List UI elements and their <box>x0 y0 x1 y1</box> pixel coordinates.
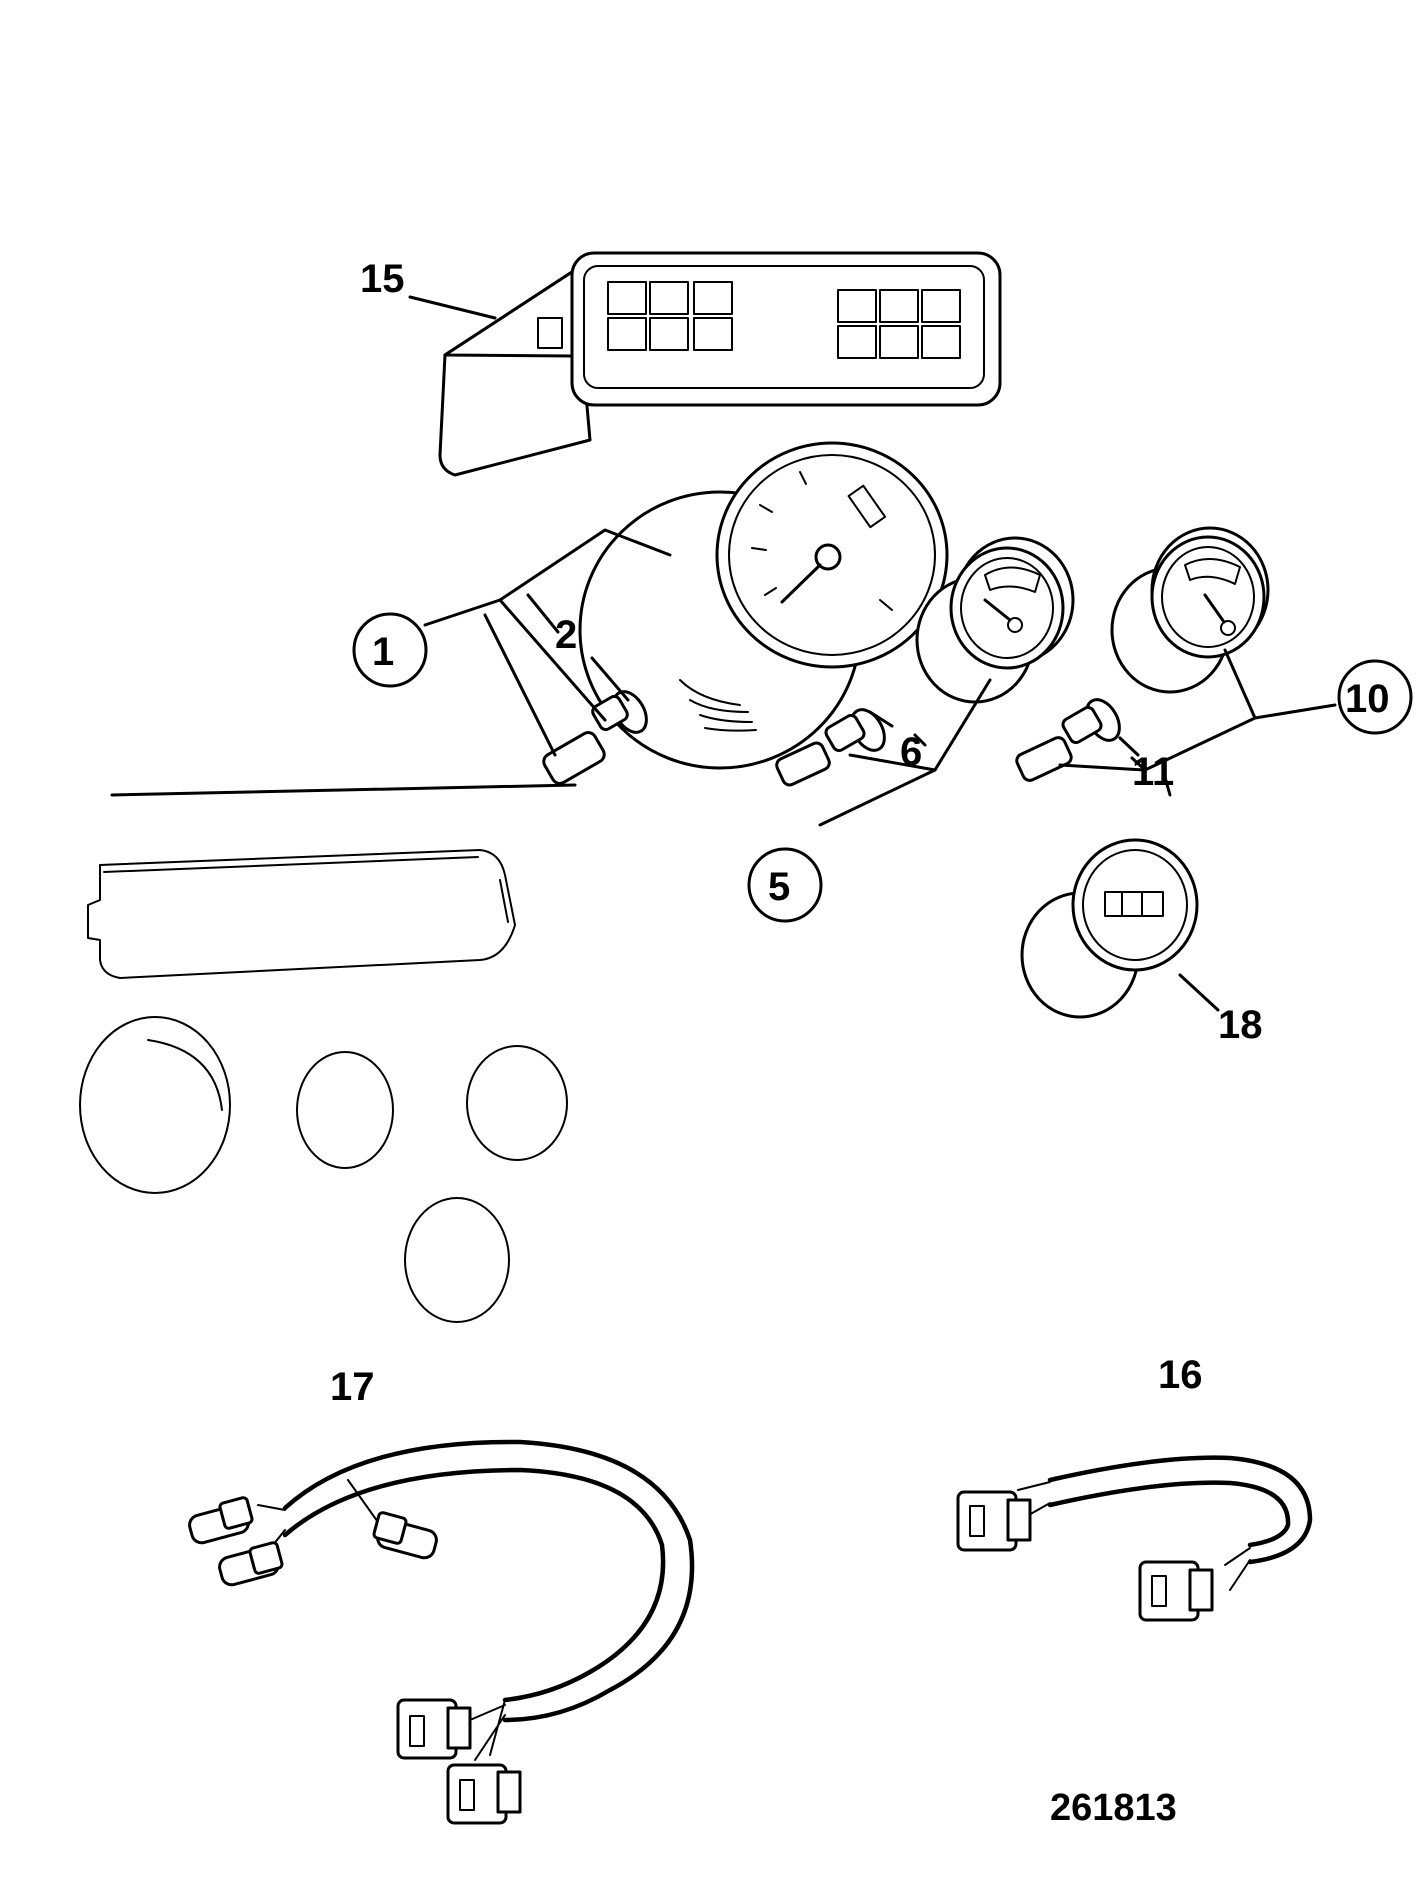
wiring-harness-17 <box>188 1439 695 1825</box>
reference-number: 261813 <box>1050 1787 1177 1829</box>
label-17: 17 <box>330 1365 375 1409</box>
label-2: 2 <box>555 613 577 657</box>
label-16: 16 <box>1158 1353 1203 1397</box>
bulb-holder-2 <box>542 690 648 785</box>
label-11: 11 <box>1132 750 1174 794</box>
hour-meter-gauge <box>1020 838 1199 1019</box>
panel-bezel <box>87 783 577 979</box>
leader-lines <box>408 295 1337 1012</box>
label-15: 15 <box>360 257 405 301</box>
label-6: 6 <box>900 730 922 774</box>
medium-gauge-left <box>915 536 1075 704</box>
tachometer-gauge <box>578 441 949 770</box>
bulb-holder-11 <box>1015 698 1121 782</box>
callout-circle-1 <box>352 612 428 688</box>
label-10: 10 <box>1345 677 1390 721</box>
label-5: 5 <box>768 865 790 909</box>
label-1: 1 <box>372 630 394 674</box>
medium-gauge-right <box>1110 526 1270 694</box>
bulb-holder-6 <box>775 708 886 787</box>
gauge-lenses <box>79 1016 568 1323</box>
label-18: 18 <box>1218 1003 1263 1047</box>
warning-light-panel <box>438 251 1002 477</box>
callout-circle-5 <box>747 847 823 923</box>
wiring-harness-16 <box>956 1455 1313 1622</box>
callout-circle-10 <box>1337 659 1413 735</box>
